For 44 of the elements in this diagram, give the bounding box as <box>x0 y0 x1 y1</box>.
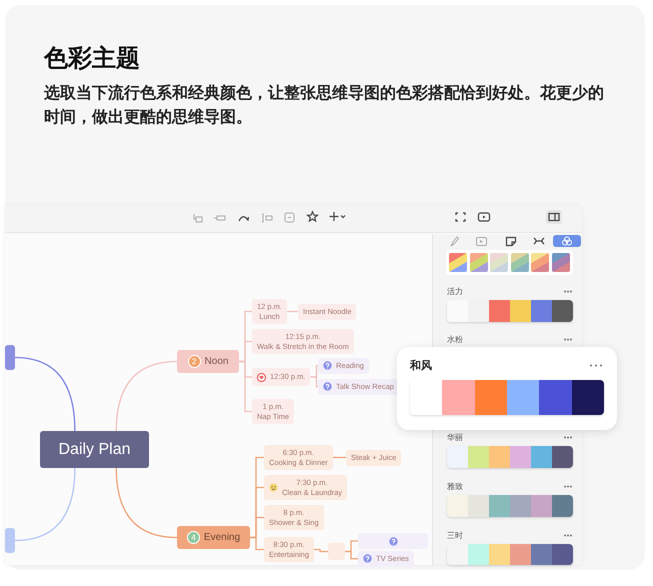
topic-node <box>264 537 314 562</box>
palette-name: 雅致 <box>447 481 463 492</box>
topic-node <box>264 505 324 530</box>
topic-text: Noon <box>204 356 228 368</box>
connector-line <box>250 536 264 550</box>
number-badge: 2 <box>188 355 201 368</box>
connector-line <box>314 548 328 552</box>
palette-name: 和风 <box>410 358 432 373</box>
connector-line <box>310 376 318 388</box>
connector-line <box>345 550 358 560</box>
topic-node <box>318 379 399 394</box>
topic-node <box>252 329 354 354</box>
topic-node <box>252 368 310 386</box>
topic-node <box>252 399 294 424</box>
connector-line <box>239 360 252 412</box>
connector-line <box>116 468 178 538</box>
number-badge: 4 <box>186 531 200 544</box>
connector-line <box>14 468 76 542</box>
topic-node <box>358 551 414 566</box>
topic-node <box>264 445 333 470</box>
topic-box <box>5 345 15 370</box>
heading: 色彩主题 <box>44 44 140 74</box>
connector-line <box>116 360 178 432</box>
topic-node <box>346 450 402 466</box>
topic-node <box>318 358 369 374</box>
topic-node <box>298 304 356 320</box>
palette-name: 华丽 <box>447 432 463 443</box>
topic-box <box>5 528 15 553</box>
connector-line <box>332 456 346 458</box>
palette-name: 水粉 <box>447 334 463 345</box>
topic-text: Daily Plan <box>58 440 131 458</box>
topic-box <box>328 543 345 560</box>
connector-line <box>287 310 298 312</box>
topic-node <box>264 475 348 500</box>
topic-node <box>252 299 288 324</box>
connector-line <box>14 356 76 432</box>
palette-name: 三时 <box>447 530 463 541</box>
topic-text: Evening <box>204 532 240 544</box>
palette-name: 活力 <box>447 286 463 297</box>
central-topic <box>40 431 149 468</box>
topic-box <box>358 533 428 549</box>
topic-node <box>177 350 239 373</box>
description: 选取当下流行色系和经典颜色，让整张思维导图的色彩搭配恰到好处。花更少的时间，做出更酷的思维导图。 <box>44 83 605 128</box>
topic-node <box>177 526 250 549</box>
